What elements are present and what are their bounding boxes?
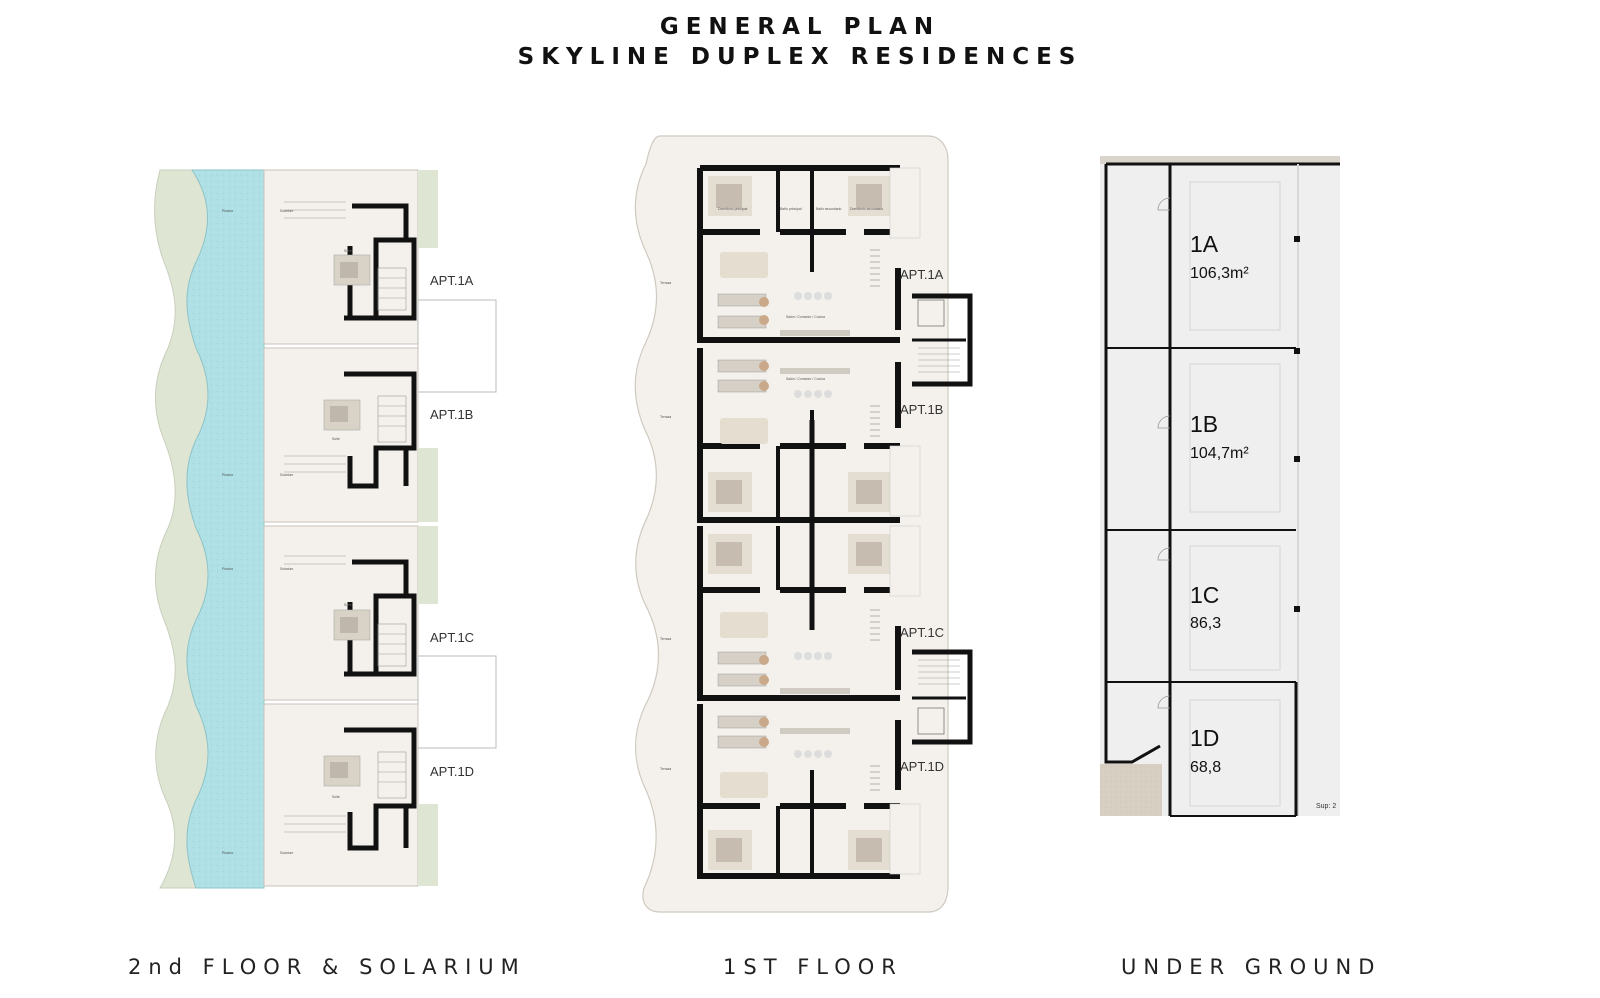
svg-text:Suite: Suite	[332, 437, 340, 441]
svg-text:Suite: Suite	[344, 249, 352, 253]
caption-second-floor: 2nd FLOOR & SOLARIUM	[128, 955, 526, 979]
first-floor-terrace-outline	[634, 135, 949, 913]
svg-text:Piscina: Piscina	[222, 567, 233, 571]
unit-1d-area: 68,8	[1190, 759, 1221, 776]
unit-1c-name: 1C	[1190, 582, 1219, 608]
second-floor-row-1c: Piscina Solarium Suite	[222, 525, 497, 749]
svg-text:Piscina: Piscina	[222, 209, 233, 213]
first-floor-apt-1c-label: APT.1C	[900, 625, 944, 640]
svg-text:Solarium: Solarium	[280, 851, 294, 855]
first-floor-apt-1d-label: APT.1D	[900, 759, 944, 774]
svg-text:Dormitorio principal: Dormitorio principal	[718, 207, 747, 211]
unit-1c-area: 86,3	[1190, 615, 1221, 632]
plan-title: GENERAL PLAN	[659, 14, 941, 40]
second-floor-row-1a: Piscina Solarium Suite	[222, 169, 497, 393]
first-floor-apt-1a-label: APT.1A	[900, 267, 944, 282]
svg-text:Solarium: Solarium	[280, 473, 294, 477]
first-floor-plan: Dormitorio principal Baño principal Baño…	[634, 135, 973, 913]
svg-text:Piscina: Piscina	[222, 851, 233, 855]
svg-text:Salón / Comedor / Cocina: Salón / Comedor / Cocina	[786, 315, 825, 319]
svg-text:Terraza: Terraza	[660, 767, 671, 771]
second-floor-row-1b: Piscina Solarium Suite	[222, 347, 438, 523]
svg-text:Baño principal: Baño principal	[780, 207, 802, 211]
svg-text:Solarium: Solarium	[280, 567, 294, 571]
svg-text:Terraza: Terraza	[660, 637, 671, 641]
svg-text:Salón / Comedor / Cocina: Salón / Comedor / Cocina	[786, 377, 825, 381]
unit-1a-name: 1A	[1190, 231, 1219, 257]
caption-underground: UNDER GROUND	[1121, 955, 1382, 979]
unit-1a-area: 106,3m²	[1190, 265, 1249, 282]
svg-text:Terraza: Terraza	[660, 415, 671, 419]
svg-text:Suite: Suite	[344, 603, 352, 607]
second-floor-apt-1d-label: APT.1D	[430, 764, 474, 779]
svg-text:Baño secundario: Baño secundario	[816, 207, 842, 211]
first-floor-apt-1a: Dormitorio principal Baño principal Baño…	[660, 165, 901, 343]
second-floor-row-1d: Piscina Solarium Suite	[222, 703, 438, 887]
unit-1b-area: 104,7m²	[1190, 445, 1249, 462]
second-floor-apt-1c-label: APT.1C	[430, 630, 474, 645]
first-floor-apt-1d: Terraza	[660, 704, 901, 879]
svg-text:Piscina: Piscina	[222, 473, 233, 477]
underground-sup-label: Sup: 2	[1316, 803, 1336, 810]
caption-first-floor: 1ST FLOOR	[723, 955, 903, 979]
first-floor-apt-1b-label: APT.1B	[900, 402, 943, 417]
second-floor-apt-1b-label: APT.1B	[430, 407, 473, 422]
svg-text:Suite: Suite	[332, 795, 340, 799]
pool	[186, 169, 265, 889]
svg-text:Solarium: Solarium	[280, 209, 294, 213]
project-name: SKYLINE DUPLEX RESIDENCES	[517, 44, 1083, 70]
second-floor-plan: Piscina Solarium Suite Piscina Solarium …	[153, 169, 497, 889]
svg-text:Dormitorio secundario: Dormitorio secundario	[850, 207, 883, 211]
second-floor-apt-1a-label: APT.1A	[430, 273, 474, 288]
first-floor-stair-cores	[889, 167, 973, 875]
unit-1d-name: 1D	[1190, 725, 1219, 751]
svg-text:Terraza: Terraza	[660, 281, 671, 285]
unit-1b-name: 1B	[1190, 411, 1218, 437]
underground-plan: 1A 106,3m² 1B 104,7m² 1C 86,3 1D 68,8 Su…	[1100, 156, 1340, 817]
